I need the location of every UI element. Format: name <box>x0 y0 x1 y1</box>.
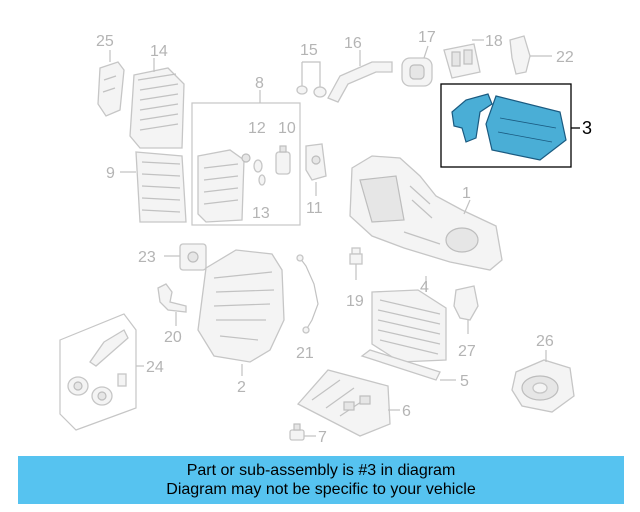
part-9-evaporator <box>120 151 187 223</box>
callout-3: 3 <box>582 118 592 138</box>
part-27-resistor <box>453 285 479 334</box>
callout-8: 8 <box>255 75 264 92</box>
part-25-bracket <box>97 50 125 117</box>
callout-24: 24 <box>146 359 164 376</box>
callout-19: 19 <box>346 293 364 310</box>
part-4-filter <box>371 276 447 363</box>
part-11-sensor <box>305 143 327 196</box>
part-26-blower <box>511 350 575 413</box>
part-15-orings <box>296 61 327 98</box>
callout-14: 14 <box>150 43 168 60</box>
callout-7: 7 <box>318 429 327 446</box>
part-19-bolt <box>349 247 363 280</box>
part-24-assembly <box>67 329 144 406</box>
part-16-hose <box>327 50 393 103</box>
callout-22: 22 <box>556 49 574 66</box>
part-20-sensor <box>157 283 187 326</box>
part-23-actuator <box>164 243 207 271</box>
callout-17: 17 <box>418 29 436 46</box>
callout-26: 26 <box>536 333 554 350</box>
part-1-housing <box>349 155 503 271</box>
callout-13: 13 <box>252 205 270 222</box>
banner-line-1: Part or sub-assembly is #3 in diagram <box>186 462 456 479</box>
callout-16: 16 <box>344 35 362 52</box>
part-7-fastener <box>289 423 316 441</box>
banner-line-2: Diagram may not be specific to your vehi… <box>166 481 476 498</box>
parts-diagram: 25 14 9 8 12 13 10 11 <box>59 29 592 446</box>
callout-1: 1 <box>462 185 471 202</box>
info-banner: Part or sub-assembly is #3 in diagram Di… <box>18 456 624 504</box>
part-12-oring <box>253 159 263 173</box>
callout-12: 12 <box>248 120 266 137</box>
callout-21: 21 <box>296 345 314 362</box>
callout-2: 2 <box>237 379 246 396</box>
part-22-bracket <box>509 35 552 75</box>
callout-9: 9 <box>106 165 115 182</box>
part-21-rod <box>296 254 319 334</box>
callout-6: 6 <box>402 403 411 420</box>
callout-27: 27 <box>458 343 476 360</box>
callout-20: 20 <box>164 329 182 346</box>
part-18-seal <box>443 39 484 79</box>
callout-4: 4 <box>420 279 429 296</box>
part-3-highlighted <box>451 93 567 161</box>
callout-5: 5 <box>460 373 469 390</box>
callout-15: 15 <box>300 42 318 59</box>
part-10-valve <box>275 145 291 175</box>
callout-11: 11 <box>306 200 323 217</box>
part-14-heater-core <box>129 58 185 149</box>
part-6-tray <box>296 369 400 437</box>
part-13-oring <box>258 174 266 186</box>
part-17-gasket <box>401 45 433 87</box>
callout-18: 18 <box>485 33 503 50</box>
part-8-core <box>197 149 251 223</box>
part-5-strip <box>360 349 456 381</box>
callout-23: 23 <box>138 249 156 266</box>
callout-25: 25 <box>96 33 114 50</box>
part-2-case <box>197 249 285 376</box>
callout-10: 10 <box>278 120 296 137</box>
